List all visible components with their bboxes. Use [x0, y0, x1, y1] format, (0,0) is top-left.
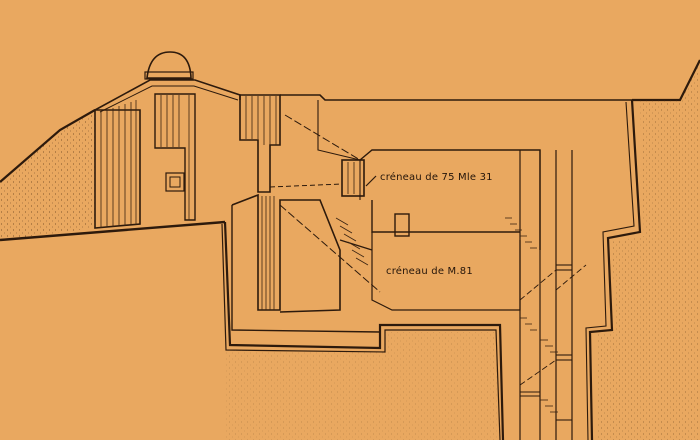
right-wall-step — [588, 99, 642, 440]
ground-line-left — [0, 109, 96, 183]
column-hatching — [245, 96, 277, 145]
gun-75-embrasure-hatch — [347, 162, 361, 194]
gun-75-embrasure — [341, 159, 365, 197]
stair-diagonals — [519, 264, 587, 386]
small-embrasure-inner — [169, 176, 181, 188]
cupola-base — [144, 71, 194, 80]
stair-steps — [505, 217, 558, 413]
underground-outline — [223, 221, 505, 440]
stair-landings — [520, 264, 572, 421]
gun-75-chamber — [359, 149, 541, 250]
right-earth-dots — [596, 62, 700, 440]
cupola-dome — [146, 51, 192, 79]
casemate-column — [239, 94, 281, 193]
inner-block-hatching — [160, 95, 190, 220]
label-gun-m81: créneau de M.81 — [386, 265, 473, 277]
lower-wall-hatching — [261, 196, 275, 310]
right-wall-step-inner — [585, 101, 635, 440]
gun-75-label-arrow — [365, 175, 377, 187]
turret-front-wall — [94, 109, 141, 229]
casemate-roof — [280, 94, 632, 101]
m81-chamber — [371, 200, 520, 233]
m81-ventilation — [394, 213, 410, 237]
lower-slab — [231, 205, 381, 333]
underground-dots — [226, 332, 500, 440]
label-gun-75: créneau de 75 Mle 31 — [380, 171, 493, 183]
m81-ramp — [339, 239, 373, 251]
ground-surface — [0, 220, 226, 242]
turret-roof-inner — [99, 85, 239, 113]
gun-75-sightline — [269, 183, 343, 188]
lower-front-wall — [231, 193, 341, 313]
turret-wall-hatching — [100, 100, 137, 228]
upper-sightline — [284, 114, 361, 161]
turret-inner-block — [154, 93, 196, 221]
earth-mound-left — [0, 110, 95, 240]
small-embrasure — [165, 172, 185, 192]
lower-sightline — [279, 204, 381, 293]
turret-roof — [94, 79, 241, 111]
m81-ramp-steps — [335, 217, 369, 266]
